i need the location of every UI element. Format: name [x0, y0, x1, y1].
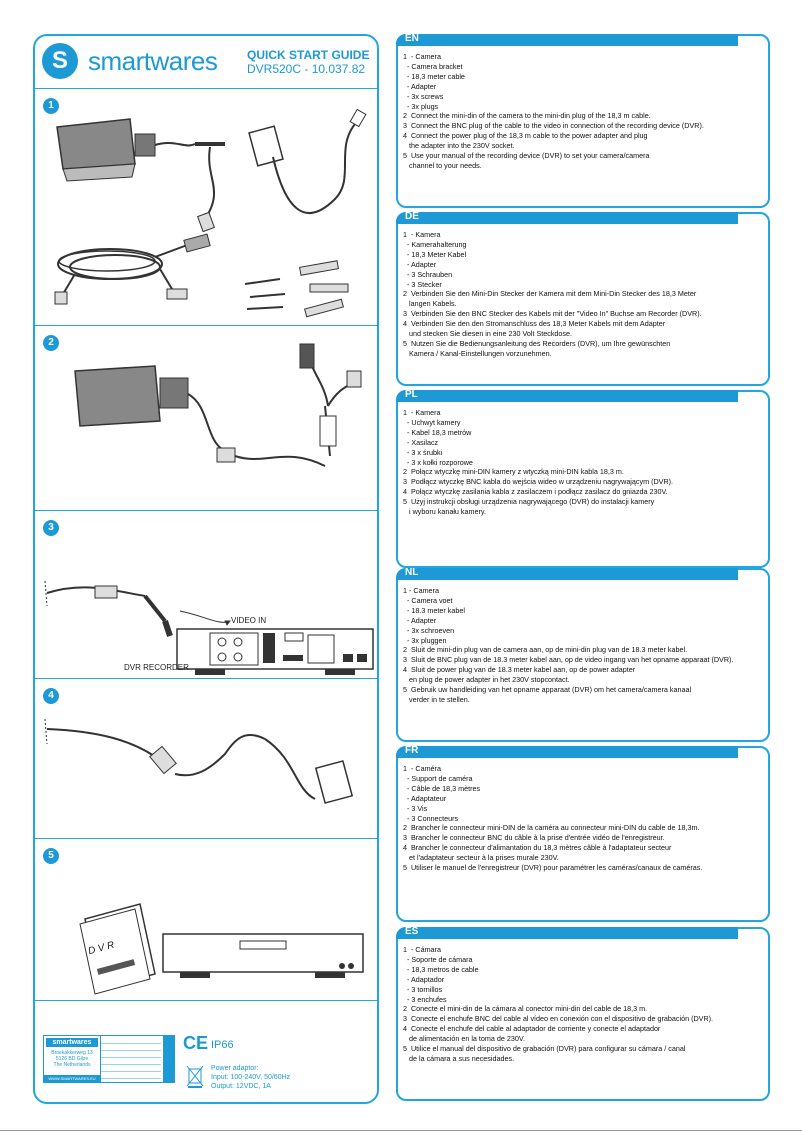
dvr-recorder-label: DVR RECORDER [124, 663, 189, 672]
step-1-panel: 1 [35, 88, 377, 326]
step-4-panel: 4 [35, 678, 377, 839]
lang-code: EN [405, 33, 419, 44]
lang-section-de: DE 1 - Kamera - Kamerahalterung - 18,3 M… [396, 211, 770, 386]
screws-plugs-icon [244, 260, 349, 318]
lang-text: 1 - Kamera - Uchwyt kamery - Kabel 18,3 … [403, 408, 674, 517]
lang-text: 1 - Cámara - Soporte de cámara - 18,3 me… [403, 945, 714, 1063]
lang-code: FR [405, 745, 419, 756]
step-number: 3 [43, 520, 59, 536]
lang-code: DE [405, 211, 419, 222]
lang-code: NL [405, 567, 419, 578]
step-3-illustration [44, 580, 374, 675]
weee-bin-icon [186, 1065, 204, 1088]
step-5-panel: 5 D V R [35, 838, 377, 1001]
step-2-panel: 2 [35, 325, 377, 511]
ip-rating: IP66 [211, 1039, 234, 1051]
illustrations-panel: S smartwares QUICK START GUIDE DVR520C -… [33, 34, 379, 1104]
guide-title: QUICK START GUIDE [247, 48, 370, 62]
step-2-illustration [74, 343, 362, 467]
lang-text: 1 - Kamera - Kamerahalterung - 18,3 Mete… [403, 230, 702, 358]
video-in-label: VIDEO IN [231, 616, 267, 625]
step-1-illustration [54, 108, 367, 318]
lang-code: PL [405, 389, 418, 400]
power-adaptor-specs: Power adaptor: Input: 100-240V, 50/60Hz … [211, 1065, 291, 1090]
step-number: 1 [43, 98, 59, 114]
header: S smartwares QUICK START GUIDE DVR520C -… [35, 36, 377, 88]
brand-name: smartwares [88, 46, 218, 76]
badge-address: Broekakkerweg 13 5126 BD Gilze The Nethe… [51, 1050, 93, 1068]
lang-section-es: ES 1 - Cámara - Soporte de cámara - 18,3… [396, 926, 770, 1101]
lang-text: 1 - Caméra - Support de caméra - Câble d… [403, 764, 703, 873]
camera-icon [74, 365, 161, 427]
address-badge: smartwares Broekakkerweg 13 5126 BD Gilz… [43, 1035, 175, 1083]
lang-text: 1 - Camera - Camera bracket - 18,3 meter… [403, 52, 704, 170]
lang-section-nl: NL 1 - Camera - Camera voet - 18.3 meter… [396, 567, 770, 742]
model-number: DVR520C - 10.037.82 [247, 62, 366, 76]
lang-section-en: EN 1 - Camera - Camera bracket - 18,3 me… [396, 33, 770, 208]
step-number: 5 [43, 848, 59, 864]
power-adapter-icon [248, 108, 367, 214]
ce-mark: CE [183, 1033, 209, 1053]
step-4-illustration [44, 718, 354, 804]
dvr-box-icon [162, 933, 364, 973]
badge-brand: smartwares [46, 1038, 98, 1047]
step-number: 2 [43, 335, 59, 351]
smartwares-logo-icon: S [42, 43, 78, 79]
lang-text: 1 - Camera - Camera voet - 18.3 meter ka… [403, 586, 734, 704]
step-3-panel: 3 VIDEO IN DVR RECORDER [35, 510, 377, 679]
lang-section-pl: PL 1 - Kamera - Uchwyt kamery - Kabel 18… [396, 389, 770, 568]
camera-icon [56, 118, 225, 233]
lang-section-fr: FR 1 - Caméra - Support de caméra - Câbl… [396, 745, 770, 922]
coiled-cable-icon [54, 233, 211, 305]
step-5-illustration [79, 903, 364, 995]
lang-code: ES [405, 926, 419, 937]
step-number: 4 [43, 688, 59, 704]
footer: smartwares Broekakkerweg 13 5126 BD Gilz… [35, 1000, 377, 1102]
page-bottom-rule [0, 1130, 802, 1131]
badge-url: WWW.SMARTWARES.EU [44, 1075, 100, 1082]
power-adapter-icon [314, 760, 354, 804]
